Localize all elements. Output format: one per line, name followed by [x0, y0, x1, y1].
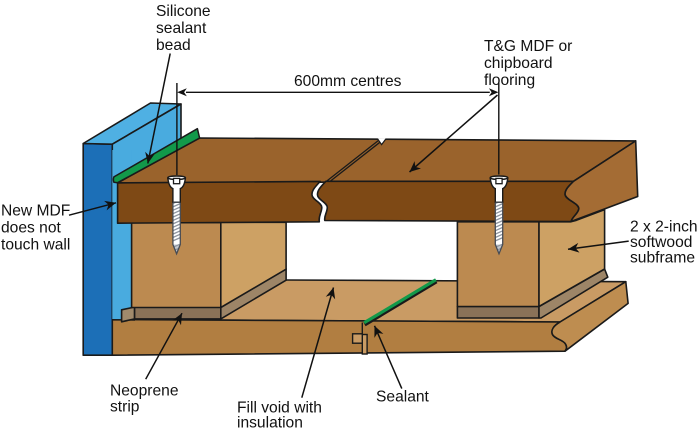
svg-text:Sealant: Sealant: [376, 389, 430, 406]
svg-text:Fill void with: Fill void with: [237, 400, 322, 417]
svg-text:softwood: softwood: [630, 234, 692, 251]
svg-text:insulation: insulation: [237, 415, 303, 432]
svg-text:touch wall: touch wall: [1, 237, 70, 254]
svg-text:strip: strip: [110, 399, 140, 416]
svg-text:New MDF: New MDF: [1, 203, 70, 220]
svg-text:does not: does not: [1, 220, 61, 237]
svg-text:sealant: sealant: [156, 20, 207, 37]
svg-text:Neoprene: Neoprene: [110, 383, 179, 400]
svg-text:Silicone: Silicone: [156, 3, 211, 20]
svg-text:bead: bead: [156, 37, 191, 54]
svg-text:chipboard: chipboard: [484, 55, 553, 72]
svg-text:flooring: flooring: [484, 72, 535, 89]
svg-text:600mm centres: 600mm centres: [294, 73, 402, 90]
svg-text:T&G MDF or: T&G MDF or: [484, 38, 572, 55]
svg-text:subframe: subframe: [630, 250, 695, 267]
svg-text:2 x 2-inch: 2 x 2-inch: [630, 219, 698, 236]
